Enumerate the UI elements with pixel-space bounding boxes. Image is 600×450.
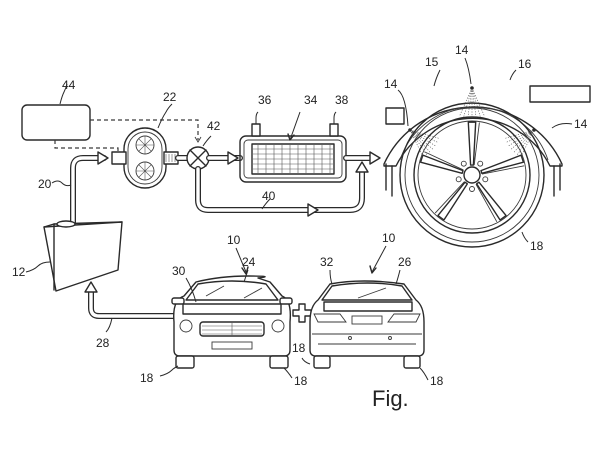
wheel-spoke [475, 181, 507, 221]
label-rear-nozzle: 32 [320, 255, 334, 269]
label-pump: 22 [163, 90, 177, 104]
tire-outer [399, 102, 545, 248]
label-nozzle-right: 14 [574, 117, 588, 131]
wheel-spoke [467, 121, 477, 166]
flow-arrow-icon [369, 151, 381, 165]
wheel-spoke-edge [481, 165, 525, 175]
label-rear-window: 26 [398, 255, 412, 269]
label-wheel-rear-right: 18 [430, 374, 444, 388]
control-signal-to-valve [90, 119, 199, 140]
plus-icon [292, 303, 312, 323]
label-front-nozzle: 30 [172, 264, 186, 278]
pump-inlet [111, 151, 127, 165]
wheel-hub [463, 166, 481, 184]
valve-cross-icon [189, 149, 207, 167]
body-panel-right [529, 85, 591, 103]
mirror-right [279, 297, 293, 305]
label-wheel-arch-liner: 15 [425, 55, 439, 69]
wheel-arch-liner [399, 106, 549, 161]
reservoir-body [43, 221, 123, 292]
heater-inlet-terminal [251, 123, 261, 137]
rear-window [321, 282, 413, 301]
label-reservoir: 12 [12, 265, 26, 279]
rear-nozzle-bar [323, 301, 413, 312]
label-heater-inlet: 36 [258, 93, 272, 107]
rear-license-plate [351, 315, 383, 325]
front-wheel-right [269, 355, 289, 369]
label-wheel-front-right: 18 [294, 374, 308, 388]
flow-arrow-icon [84, 281, 98, 293]
flow-arrow-icon [97, 151, 109, 165]
control-unit-leader [59, 83, 68, 105]
flow-arrow-icon [355, 161, 369, 173]
lug-nut [477, 160, 484, 167]
wheel-spoke [437, 181, 469, 221]
heater: 36 34 38 [239, 93, 349, 183]
label-vehicle-rear: 10 [382, 231, 396, 245]
label-heater: 34 [304, 93, 318, 107]
flow-arrow-icon [307, 203, 319, 217]
nozzle-sprays [408, 86, 536, 158]
rear-wheel-left [313, 355, 331, 369]
front-wheel-left [175, 355, 195, 369]
headlight-left [179, 319, 193, 333]
nozzle-point [470, 86, 474, 90]
wheel-spoke [480, 154, 525, 174]
reservoir: 12 [12, 220, 123, 292]
wheel-spoke-edge [473, 122, 480, 166]
label-vehicle-front: 10 [227, 233, 241, 247]
label-nozzle-left: 14 [384, 77, 398, 91]
front-license-plate [211, 341, 253, 350]
pump: 22 [111, 90, 179, 189]
rear-wheel-right [403, 355, 421, 369]
control-unit: 44 [21, 78, 91, 141]
bypass-line: 40 [195, 161, 369, 217]
return-line: 28 [84, 281, 185, 350]
label-valve: 42 [207, 119, 221, 133]
label-windshield: 24 [242, 255, 256, 269]
wheel-spoke-edge [475, 183, 498, 223]
nozzle-point [408, 128, 412, 132]
label-wheel-front-left: 18 [140, 371, 154, 385]
label-control-unit: 44 [62, 78, 76, 92]
vehicle-rear-view: 10 32 26 18 18 [292, 231, 444, 388]
lug-nut [469, 186, 475, 192]
label-bypass-line: 40 [262, 189, 276, 203]
label-wheel-main: 18 [530, 239, 544, 253]
lug-nut [460, 160, 467, 167]
nozzle-point [532, 128, 536, 132]
figure-caption: Fig. [372, 386, 409, 411]
label-fender: 16 [518, 57, 532, 71]
front-nozzle-bar [182, 303, 282, 315]
lug-nut [482, 176, 489, 183]
windshield [185, 280, 279, 301]
valve: 42 [186, 119, 221, 170]
control-signal-to-pump [54, 140, 119, 152]
wheel-lug-nuts [455, 160, 489, 192]
body-panel-left [385, 107, 405, 125]
heater-core [251, 143, 335, 175]
supply-line: 20 [38, 151, 109, 225]
wheel-spoke-edge [424, 151, 464, 171]
label-wheel-rear-left: 18 [292, 341, 306, 355]
wheel-spokes [419, 121, 525, 223]
label-return-line: 28 [96, 336, 110, 350]
lug-nut [455, 176, 462, 183]
heater-grid [253, 145, 333, 173]
valve-signal-arrow [194, 136, 202, 143]
wheel-assembly: 15 14 16 14 14 18 [383, 43, 591, 253]
mirror-left [171, 297, 185, 305]
vehicle-front-view: 10 30 24 18 18 [140, 233, 308, 388]
tail-lights [313, 313, 421, 323]
control-unit-box [21, 104, 91, 141]
flow-arrow-icon [227, 151, 239, 165]
label-supply-line: 20 [38, 177, 52, 191]
wheel-spoke [419, 154, 464, 174]
wheel-spoke-edge [434, 181, 465, 214]
headlight-right [271, 319, 285, 333]
reservoir-cap [56, 220, 76, 228]
label-nozzle-top: 14 [455, 43, 469, 57]
label-heater-outlet: 38 [335, 93, 349, 107]
heater-outlet-terminal [329, 123, 339, 137]
